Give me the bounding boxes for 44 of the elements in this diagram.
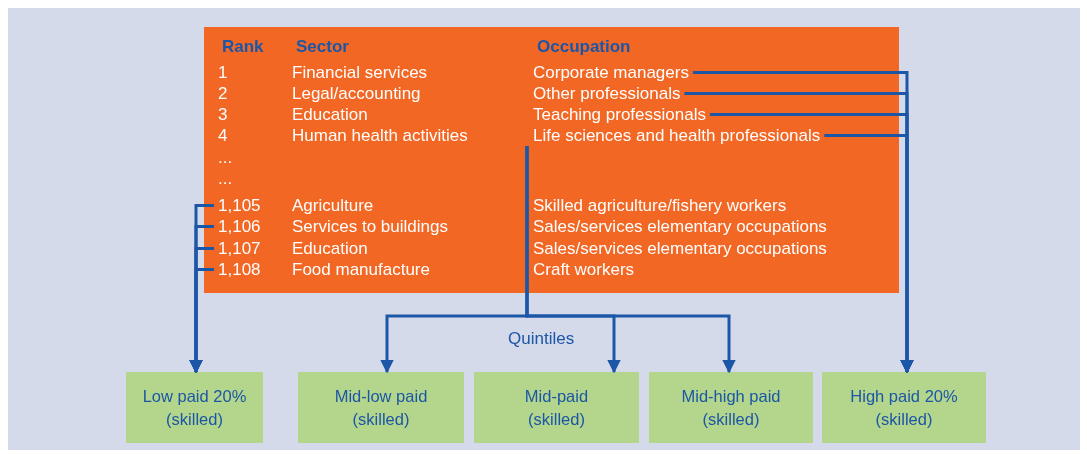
- rank-text: 4: [218, 125, 229, 146]
- occupation-text: Sales/services elementary occupations: [533, 238, 827, 259]
- category-box: [822, 372, 986, 443]
- arrow: [189, 268, 214, 374]
- category-box: [474, 372, 639, 443]
- rank-text: 1,107: [218, 238, 262, 259]
- rank-text: 1,106: [218, 216, 262, 237]
- box-label: Mid-paid (skilled): [523, 385, 590, 430]
- column-header: Sector: [296, 37, 349, 57]
- arrow: [525, 146, 736, 374]
- occupation-text: Craft workers: [533, 259, 635, 280]
- rank-text: 2: [218, 83, 229, 104]
- box-label: Low paid 20% (skilled): [141, 385, 248, 430]
- sector-text: Financial services: [292, 62, 429, 83]
- sector-text: Education: [292, 104, 369, 125]
- column-header: Rank: [222, 37, 264, 57]
- category-box: [126, 372, 263, 443]
- sector-text: Food manufacture: [292, 259, 431, 280]
- rank-text: 1,108: [218, 259, 262, 280]
- rank-text: 3: [218, 104, 229, 125]
- sector-text: Legal/accounting: [292, 83, 422, 104]
- box-label: Mid-high paid (skilled): [680, 385, 782, 430]
- sector-text: Services to buildings: [292, 216, 449, 237]
- rank-text: ...: [218, 147, 234, 168]
- arrow: [824, 134, 914, 374]
- sector-text: Education: [292, 238, 369, 259]
- column-header: Occupation: [537, 37, 631, 57]
- box-label: Mid-low paid (skilled): [333, 385, 429, 430]
- occupation-text: Skilled agriculture/fishery workers: [533, 195, 787, 216]
- rank-text: ...: [218, 168, 234, 189]
- occupation-text: Sales/services elementary occupations: [533, 216, 827, 237]
- occupation-text: Teaching professionals: [533, 104, 706, 125]
- group-label: Quintiles: [508, 329, 575, 349]
- rank-text: 1: [218, 62, 229, 83]
- category-box: [649, 372, 813, 443]
- category-box: [298, 372, 464, 443]
- sector-text: Agriculture: [292, 195, 375, 216]
- rank-text: 1,105: [218, 195, 262, 216]
- box-label: High paid 20% (skilled): [849, 385, 959, 430]
- table-panel: [204, 27, 899, 293]
- occupation-text: Corporate managers: [533, 62, 689, 83]
- sector-text: Human health activities: [292, 125, 469, 146]
- occupation-text: Other professionals: [533, 83, 681, 104]
- occupation-text: Life sciences and health professionals: [533, 125, 821, 146]
